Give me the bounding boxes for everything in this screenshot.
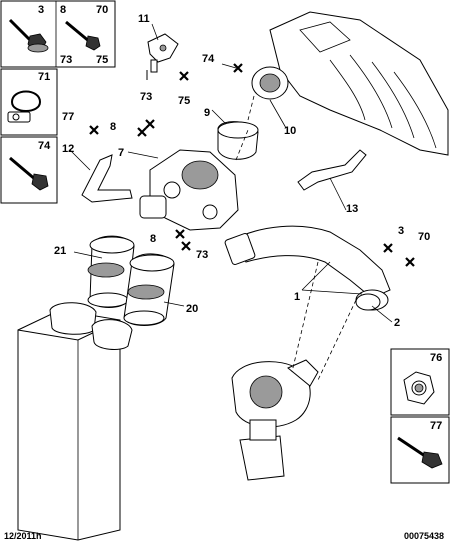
stud-bolt-icon (397, 436, 443, 469)
box-label-75: 75 (96, 54, 108, 66)
callout-21: 21 (54, 245, 66, 257)
callout-2: 2 (394, 317, 400, 329)
box-label-70: 70 (96, 4, 108, 16)
sensor-11 (147, 33, 179, 73)
throttle-flange-10 (251, 66, 289, 100)
callout-74: 74 (202, 53, 215, 65)
box-label-73: 73 (60, 54, 72, 66)
flange-bolt-icon (8, 18, 49, 53)
callout-70: 70 (418, 231, 430, 243)
callout-8-top: 8 (110, 121, 116, 133)
box-label-77: 77 (430, 420, 442, 432)
callout-12: 12 (62, 143, 74, 155)
screw-icon (65, 20, 101, 51)
intercooler (17, 302, 133, 541)
legend-box-nut-76: 76 (390, 348, 450, 416)
callout-20: 20 (186, 303, 198, 315)
sleeve-9 (217, 121, 259, 160)
footer-reference: 00075438 (403, 531, 444, 541)
bolt-icon (9, 156, 49, 191)
pipe-clip-icon (7, 90, 42, 123)
callout-77: 77 (62, 111, 74, 123)
throttle-body-7 (139, 149, 239, 231)
callout-11: 11 (138, 13, 150, 25)
cross-markers (89, 63, 415, 267)
legend-box-bolt-74: 74 (0, 136, 58, 204)
callout-73-bottom: 73 (196, 249, 208, 261)
legend-box-stud-77: 77 (390, 416, 450, 484)
box-label-76: 76 (430, 352, 442, 364)
intake-manifold (269, 11, 449, 156)
leader-lines (69, 23, 393, 323)
callout-73-top: 73 (140, 91, 152, 103)
callout-1: 1 (294, 291, 300, 303)
bracket-12 (81, 154, 133, 203)
callout-9: 9 (204, 107, 210, 119)
hex-nut-icon (403, 371, 435, 405)
legend-box-fasteners-a: 3 8 70 73 75 (0, 0, 116, 68)
callout-3: 3 (398, 225, 404, 237)
legend-box-clip-71: 71 (0, 68, 58, 136)
callout-numbers: 11 74 75 73 8 9 10 77 12 7 13 8 73 21 20… (54, 13, 430, 329)
turbocharger (231, 359, 319, 481)
hose-20 (123, 253, 175, 326)
box-label-71: 71 (38, 71, 50, 83)
callout-13: 13 (346, 203, 358, 215)
box-label-74: 74 (38, 140, 51, 152)
footer-date: 12/2011h (4, 531, 42, 541)
callout-8-bottom: 8 (150, 233, 156, 245)
hose-21 (87, 235, 135, 308)
callout-10: 10 (284, 125, 296, 137)
callout-7: 7 (118, 147, 124, 159)
seal-ring-2 (355, 293, 381, 311)
callout-75: 75 (178, 95, 190, 107)
bracket-13 (297, 149, 367, 191)
box-label-3: 3 (38, 4, 44, 16)
box-label-8: 8 (60, 4, 66, 16)
